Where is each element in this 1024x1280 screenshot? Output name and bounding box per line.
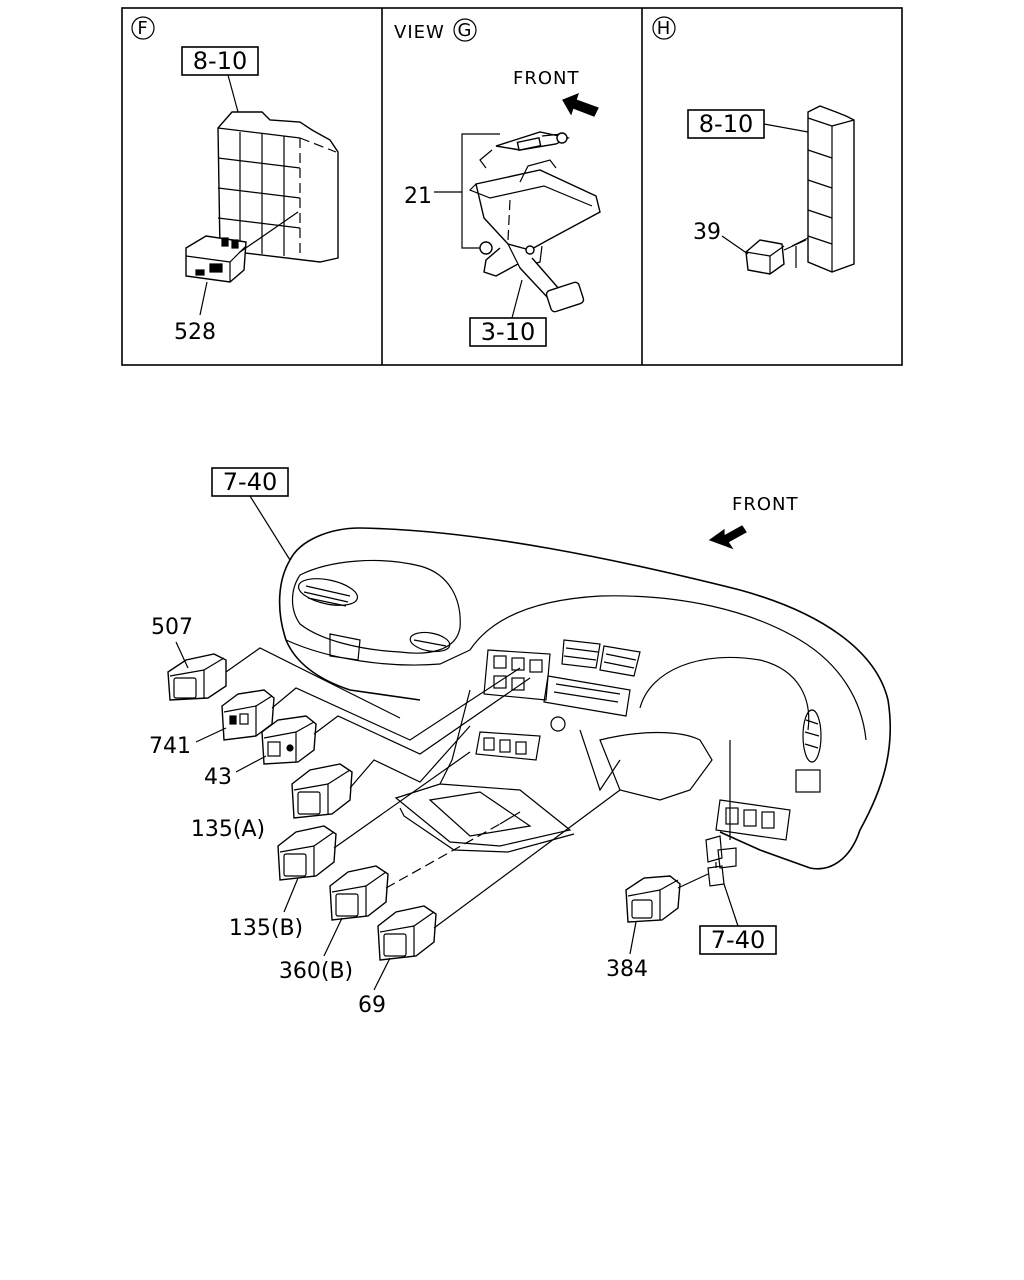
part-number-741: 741	[149, 734, 191, 759]
relay-box	[217, 111, 339, 263]
main-ref-label-right: 7-40	[711, 926, 765, 954]
vent-center	[543, 639, 641, 717]
leader-line	[175, 641, 189, 669]
right-switch-panel	[715, 769, 821, 841]
panel-f-letter: F	[137, 18, 148, 39]
leader-line	[199, 281, 208, 316]
leader-line	[763, 123, 809, 133]
switch-360b	[329, 811, 521, 921]
part-number-135b: 135(B)	[229, 916, 303, 941]
leader-line	[227, 74, 239, 113]
leader-line	[373, 957, 391, 991]
part-number-69: 69	[358, 993, 386, 1018]
main-front-label: FRONT	[732, 494, 799, 515]
panel-f: F 8-10	[131, 16, 339, 345]
panel-f-ref-box	[181, 46, 259, 76]
switch-69	[377, 789, 621, 961]
part-number-39: 39	[693, 220, 721, 245]
leader-line	[721, 235, 749, 255]
panel-g-letter: G	[458, 20, 473, 41]
panel-h-letter: H	[657, 18, 672, 39]
part-number-43: 43	[204, 765, 232, 790]
vent-right	[802, 709, 822, 763]
part-number-21: 21	[404, 184, 432, 209]
part-number-528: 528	[174, 320, 216, 345]
relay-39	[745, 239, 807, 275]
leader-line	[323, 917, 343, 957]
front-arrow-icon	[562, 92, 599, 117]
leader-line	[195, 727, 227, 743]
panel-g-ref-box	[469, 317, 547, 347]
switch-135a	[291, 725, 471, 819]
leader-line	[283, 877, 299, 913]
leader-line	[235, 755, 267, 773]
panel-g: VIEW G FRONT 21	[394, 18, 601, 347]
switch-384	[625, 835, 737, 923]
part-number-384: 384	[606, 957, 648, 982]
main-ref-label-top: 7-40	[223, 468, 277, 496]
switch-43	[261, 677, 531, 765]
panel-h-marker	[652, 16, 676, 40]
part-number-135a: 135(A)	[191, 817, 265, 842]
vent-left	[297, 578, 359, 607]
part-number-507: 507	[151, 615, 193, 640]
leader-line	[249, 495, 291, 561]
panel-f-ref-label: 8-10	[193, 47, 247, 75]
leader-line	[723, 883, 739, 927]
view-label: VIEW	[394, 22, 445, 43]
detail-panels: F 8-10	[121, 7, 903, 366]
dashboard-view: 7-40 FRONT	[149, 467, 892, 1018]
panels-frame	[121, 7, 903, 366]
switch-741	[221, 667, 521, 741]
panel-h: H 8-10	[652, 16, 855, 275]
dash-switch-panel	[475, 649, 566, 761]
panel-g-ref-label: 3-10	[481, 318, 535, 346]
instrument-panel	[278, 527, 892, 870]
bracket-leader	[461, 133, 500, 249]
switch-135b	[277, 751, 471, 881]
panel-h-ref-label: 8-10	[699, 110, 753, 138]
part-number-360b: 360(B)	[279, 959, 353, 984]
pedal-assembly	[468, 131, 601, 313]
tall-relay-block	[791, 105, 855, 273]
relay-528	[185, 211, 299, 283]
leader-line	[629, 921, 637, 955]
panel-f-marker	[131, 16, 155, 40]
panel-g-marker	[453, 18, 477, 42]
main-front-arrow-icon	[708, 525, 747, 550]
switch-507	[167, 647, 401, 719]
front-label: FRONT	[513, 68, 580, 89]
vent-center-left	[409, 631, 451, 653]
leader-line	[511, 279, 523, 319]
